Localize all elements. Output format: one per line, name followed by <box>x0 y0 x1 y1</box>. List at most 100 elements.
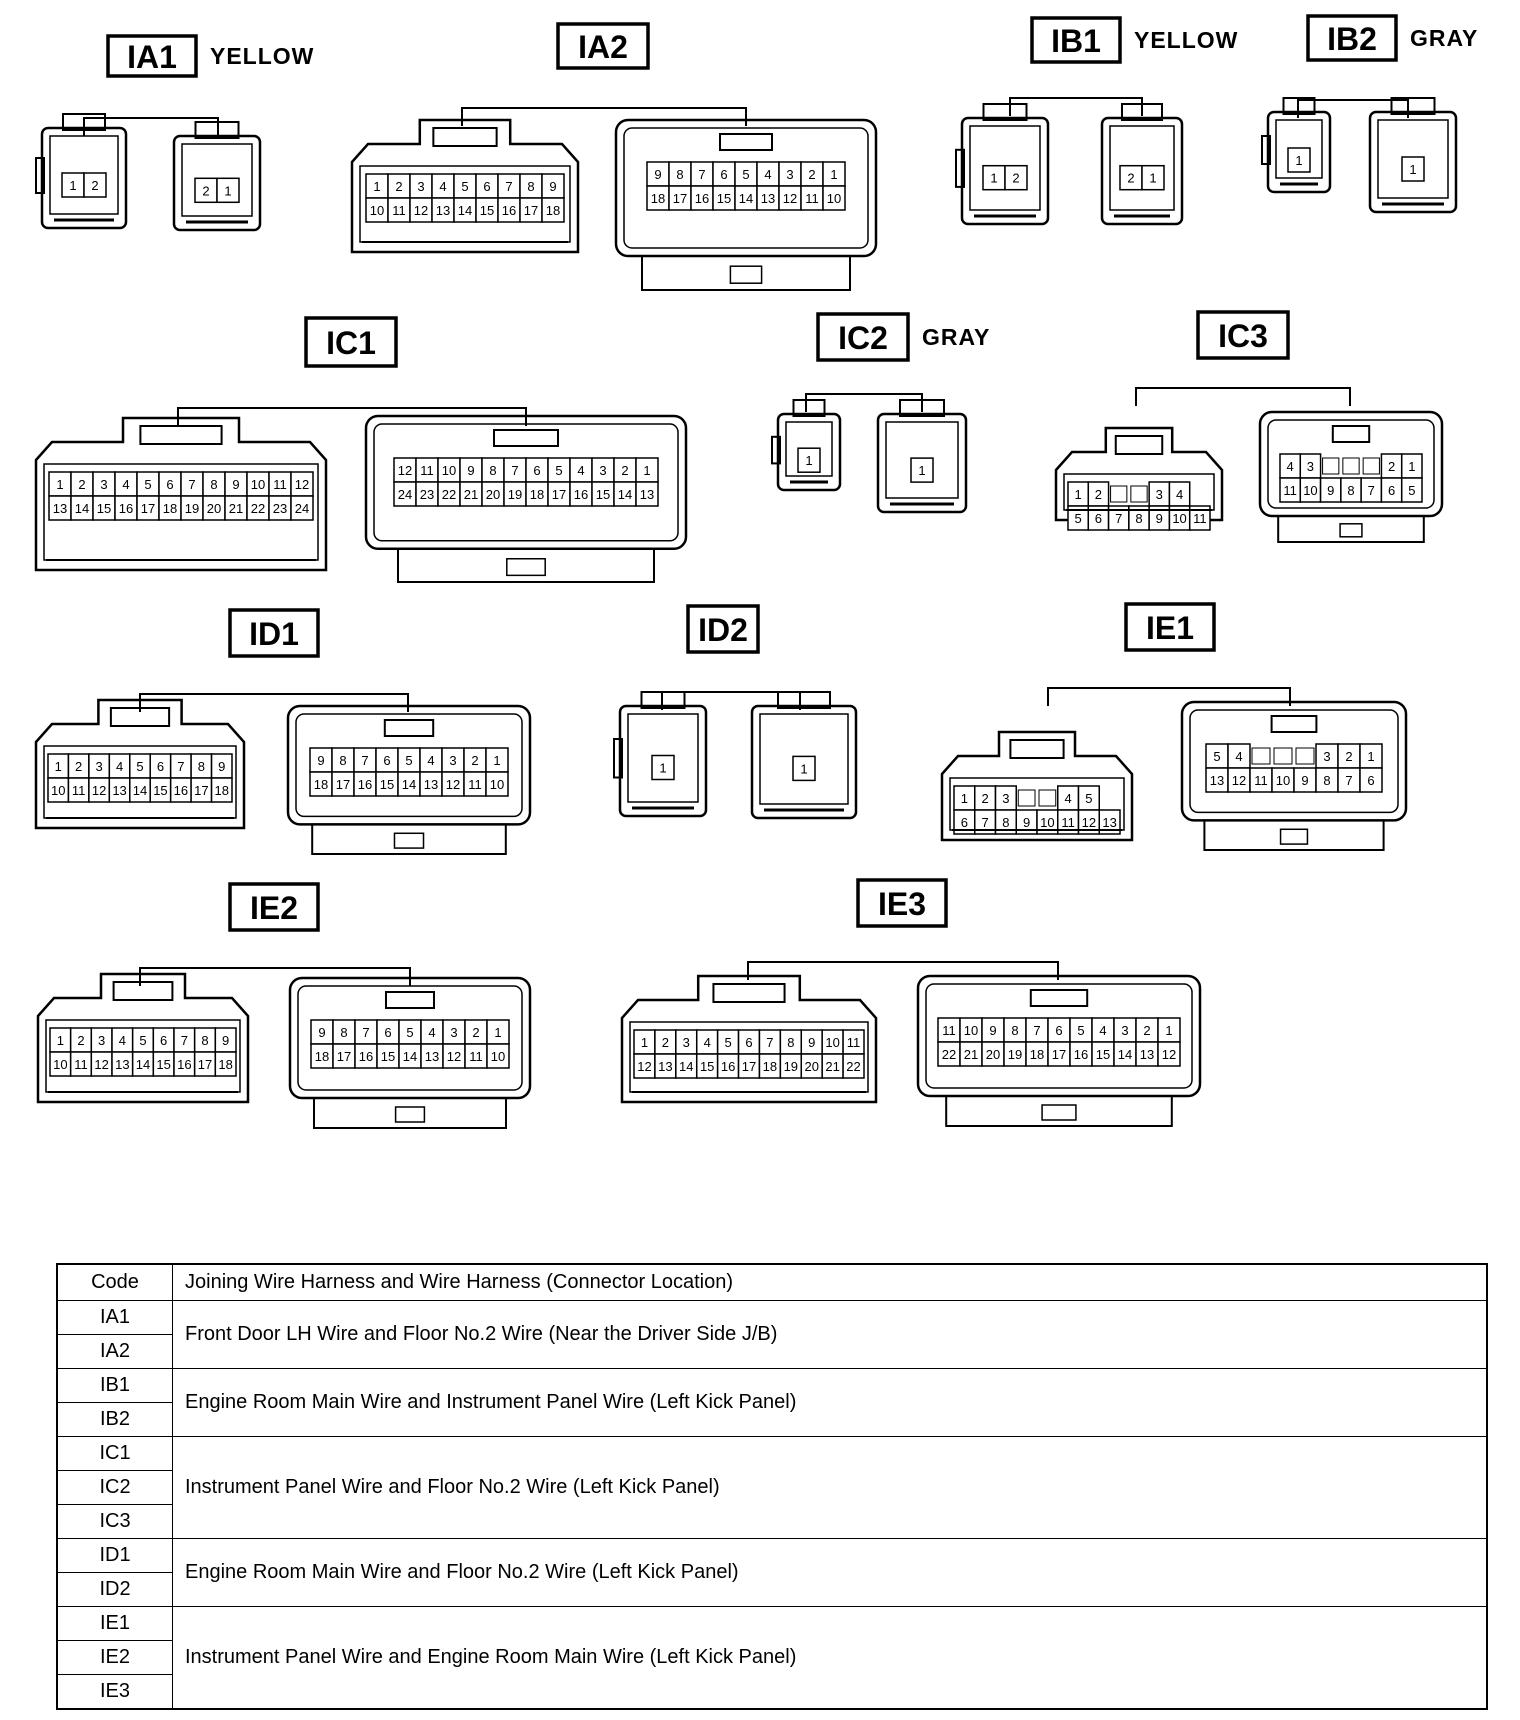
pin-number: 20 <box>986 1047 1000 1062</box>
latch <box>1282 97 1316 115</box>
latch <box>1390 97 1436 115</box>
pin-number: 1 <box>990 171 997 186</box>
pin-number: 9 <box>222 1033 229 1048</box>
pin-number: 9 <box>317 753 324 768</box>
pin-number: 10 <box>490 777 504 792</box>
bottom-lock <box>1277 515 1425 543</box>
pin-number: 11 <box>1254 773 1268 788</box>
bottom-lock <box>945 1095 1173 1127</box>
pin-number: 10 <box>442 463 456 478</box>
housing-body <box>1368 110 1458 214</box>
pin-number: 3 <box>449 753 456 768</box>
pin-number: 4 <box>439 179 446 194</box>
pin-cell <box>910 457 934 483</box>
latch <box>777 691 831 709</box>
pin-number: 6 <box>961 815 968 830</box>
pin-number: 8 <box>787 1035 794 1050</box>
pin-number: 5 <box>742 167 749 182</box>
cavity-blank <box>1251 747 1271 765</box>
pin-number: 1 <box>494 1025 501 1040</box>
pin-number: 3 <box>1002 791 1009 806</box>
lock-tab <box>139 425 223 445</box>
pin-number: 18 <box>763 1059 777 1074</box>
pin-number: 5 <box>406 1025 413 1040</box>
pin-number: 4 <box>122 477 129 492</box>
housing-inner <box>969 125 1041 211</box>
pin-number: 3 <box>1307 459 1314 474</box>
lock-detent <box>506 558 546 577</box>
housing-inner <box>627 713 699 803</box>
lock-tab <box>383 719 435 737</box>
pin-number: 10 <box>1172 511 1186 526</box>
pin-number: 5 <box>405 753 412 768</box>
pin-number: 19 <box>1008 1047 1022 1062</box>
pin-number: 9 <box>549 179 556 194</box>
table-row: IA2 <box>56 1334 1487 1369</box>
pin-number: 9 <box>318 1025 325 1040</box>
code-label-box <box>1030 16 1122 64</box>
pin-number: 9 <box>808 1035 815 1050</box>
pin-number: 2 <box>395 179 402 194</box>
connector-code: IE1 <box>1146 610 1194 646</box>
code-cell: IE1 <box>56 1606 173 1641</box>
connector-code: IB1 <box>1051 23 1101 59</box>
pin-number: 2 <box>1095 487 1102 502</box>
pin-number: 11 <box>392 203 406 218</box>
pin-cell <box>485 771 509 797</box>
pin-number: 15 <box>380 777 394 792</box>
lock-detent <box>393 832 425 849</box>
pin-number: 12 <box>1232 773 1246 788</box>
pin-number: 6 <box>720 167 727 182</box>
connector-code: IE3 <box>878 886 926 922</box>
pin-number: 1 <box>1408 459 1415 474</box>
code-cell: IA1 <box>56 1300 173 1335</box>
cavity-blank <box>1110 485 1128 503</box>
pin-number: 14 <box>75 501 89 516</box>
pin-number: 24 <box>295 501 309 516</box>
lock-tab <box>1114 435 1164 455</box>
pin-number: 8 <box>210 477 217 492</box>
housing-body <box>776 412 842 492</box>
pin-number: 11 <box>420 463 434 478</box>
pin-number: 14 <box>402 777 416 792</box>
pin-number: 17 <box>524 203 538 218</box>
pin-cell <box>1141 164 1165 191</box>
code-label-box <box>106 34 198 78</box>
cavity-blank <box>1130 485 1148 503</box>
pin-number: 16 <box>1074 1047 1088 1062</box>
lock-tab <box>1009 739 1065 759</box>
pin-number: 11 <box>74 1057 88 1072</box>
pin-number: 2 <box>982 791 989 806</box>
latch <box>1121 103 1163 121</box>
pin-number: 1 <box>1295 153 1302 168</box>
pin-number: 12 <box>92 783 106 798</box>
pin-number: 23 <box>420 487 434 502</box>
pin-cell <box>1287 147 1311 173</box>
pin-number: 3 <box>786 167 793 182</box>
pin-number: 5 <box>1213 749 1220 764</box>
pin-number: 13 <box>115 1057 129 1072</box>
housing-inner <box>1109 125 1175 211</box>
pin-number: 1 <box>961 791 968 806</box>
pin-number: 1 <box>493 753 500 768</box>
header-code: Code <box>56 1263 173 1301</box>
pin-number: 16 <box>174 783 188 798</box>
pin-number: 8 <box>527 179 534 194</box>
code-cell: IC1 <box>56 1436 173 1471</box>
pin-number: 6 <box>383 753 390 768</box>
pin-number: 21 <box>825 1059 839 1074</box>
pin-number: 22 <box>846 1059 860 1074</box>
side-lock <box>613 738 623 779</box>
pin-number: 19 <box>508 487 522 502</box>
pin-number: 15 <box>153 783 167 798</box>
pin-number: 13 <box>761 191 775 206</box>
pin-number: 5 <box>139 1033 146 1048</box>
code-cell: IB1 <box>56 1368 173 1403</box>
pin-number: 13 <box>425 1049 439 1064</box>
pin-number: 2 <box>472 1025 479 1040</box>
